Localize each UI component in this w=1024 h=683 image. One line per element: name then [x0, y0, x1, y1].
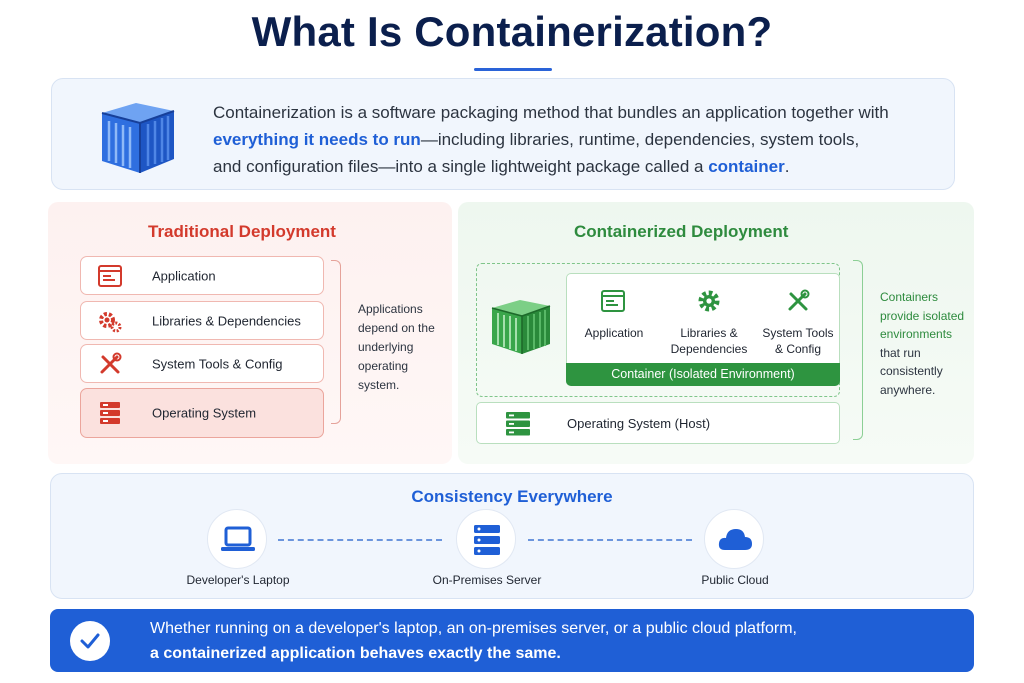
connector-server-cloud [528, 539, 692, 541]
container-isolated-bar: Container (Isolated Environment) [566, 363, 840, 386]
app-window-icon [98, 264, 122, 287]
intro-text: Containerization is a software packaging… [213, 103, 889, 176]
checkmark-icon [80, 633, 100, 649]
server-circle [456, 509, 516, 569]
cloud-circle [704, 509, 764, 569]
env-label-server: On-Premises Server [432, 573, 542, 587]
laptop-circle [207, 509, 267, 569]
gear-icon [698, 290, 720, 312]
intro-highlight-container: container [708, 157, 785, 176]
intro-card: Containerization is a software packaging… [51, 78, 955, 190]
tools-icon [788, 289, 810, 311]
laptop-icon [221, 526, 255, 551]
server-icon [100, 402, 120, 424]
intro-highlight-run: everything it needs to run [213, 130, 421, 149]
footer-line-2: a containerized application behaves exac… [150, 645, 561, 662]
green-container-icon [491, 300, 551, 354]
check-circle [70, 621, 110, 661]
tools-icon [100, 352, 122, 373]
footer-banner: Whether running on a developer's laptop,… [50, 609, 974, 672]
traditional-note: Applications depend on the underlying op… [358, 302, 435, 392]
container-item-system-tools: System Tools& Config [762, 326, 834, 356]
title-underline [474, 68, 552, 71]
containerized-title: Containerized Deployment [574, 222, 789, 241]
container-item-libraries: Libraries &Dependencies [670, 326, 748, 356]
server-icon [506, 412, 530, 436]
host-operating-system: Operating System (Host) [476, 402, 840, 444]
layer-operating-system: Operating System [80, 388, 324, 438]
cloud-icon [718, 529, 752, 550]
consistency-title: Consistency Everywhere [411, 487, 613, 506]
layer-libraries: Libraries & Dependencies [80, 301, 324, 340]
traditional-title: Traditional Deployment [148, 222, 336, 241]
layer-system-tools: System Tools & Config [80, 344, 324, 383]
layer-application: Application [80, 256, 324, 295]
connector-laptop-server [278, 539, 442, 541]
env-label-laptop: Developer's Laptop [186, 573, 290, 587]
gears-icon [99, 311, 122, 332]
page-title: What Is Containerization? [251, 8, 773, 55]
app-window-icon [601, 290, 625, 312]
server-icon [474, 525, 500, 555]
containerized-note: Containers provide isolated environments… [880, 290, 965, 397]
containerized-bracket [853, 260, 863, 440]
container-item-application: Application [584, 326, 644, 340]
footer-line-1: Whether running on a developer's laptop,… [150, 620, 797, 637]
container-icon [101, 103, 175, 173]
env-label-cloud: Public Cloud [701, 573, 769, 587]
traditional-bracket [331, 260, 341, 424]
